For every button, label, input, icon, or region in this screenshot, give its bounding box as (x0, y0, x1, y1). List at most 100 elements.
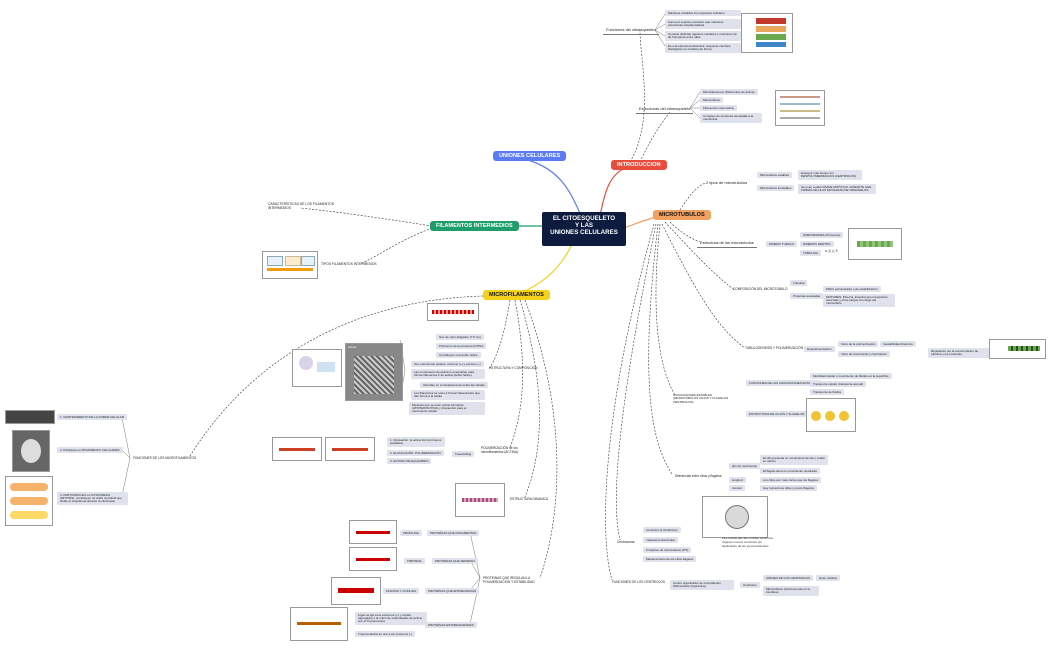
microtubulo-tipo-desc: Ensayos más tiempo sin DESPOLYMERIZACION… (798, 170, 862, 180)
microtubulos-asociaciones[interactable]: ASOCIACIONES ESTABLES (MICROTÚBULOS CILI… (673, 393, 729, 404)
centriolos-note: Las células que aún existen centríolos o… (722, 536, 773, 548)
crosslinking-protein-image (331, 577, 381, 605)
intro-funcion-item: Forma el soporte mecánico que mantiene e… (665, 19, 741, 29)
proteina-ejemplo: PROFILINA (400, 530, 422, 537)
estructura-item: Constituyen una doble hélice (436, 352, 481, 359)
branch-uniones-celulares[interactable]: UNIONES CELULARES (493, 151, 567, 162)
fragmenting-protein-image (349, 520, 397, 544)
proteina-ejemplo: TIMOSINA (404, 558, 425, 565)
cytoskeleton-diagram-image (741, 13, 793, 53)
intro-estructura-item: Microtúbulos (700, 97, 724, 104)
composicion-desc: MAPs estructurales o de estabilización (823, 286, 881, 293)
cytoskeleton-types-image (775, 90, 825, 126)
cytokinesis-image (5, 476, 53, 526)
microtubulos-tipos[interactable]: 2 tipos de microtubulos (706, 180, 748, 185)
separating-protein-image (349, 547, 397, 571)
microfil-estructura[interactable]: ESTRUCTURA Y COMPOSICIÓN (489, 366, 538, 370)
estructura-item: Son estructuras polares: extremo (+) y e… (411, 361, 484, 368)
estructura-item: Polímeros de la proteína ACTINA (436, 343, 487, 350)
cell-shape-image (5, 410, 55, 424)
polymerization-step-image (325, 437, 375, 461)
intro-funcion-item: Mantiene anclados los organelos celulare… (665, 10, 741, 17)
microtubulos-estructura[interactable]: Estructura de los microtubulos (697, 240, 757, 248)
funcion-microfil: 2. Participan en MOVIMIENTO CELULARES (57, 447, 123, 454)
microtubulos-polimerizacion[interactable]: TUBULOGENESIS Y POLIMERIZACIÓN (745, 346, 804, 350)
intro-funcion-item: Conecta distintas regiones celulares y o… (665, 31, 741, 41)
estabilizadora-desc: Ligan se fija a los extremos (+) y impid… (355, 612, 427, 626)
estructura-item: Son de color delgados (7.5 nm) (436, 334, 484, 341)
polimerizacion-desc: Inestabilidad dinámica (880, 341, 916, 348)
dimero-tubulo: DIMERO TUBULO (766, 241, 797, 248)
microtubulo-tipo: Microtubulos estables (757, 172, 793, 179)
intro-estructura-item: Microfilamentos (Filamentos de actina) (700, 89, 758, 96)
tubulina-types: α, β, γ, δ (825, 249, 838, 253)
funcion-microfil: 1. MANTENIMIENTO DE LA FORMA CELULAR (57, 414, 127, 421)
polymerization-step-image (272, 437, 322, 461)
filamentos-tipos[interactable]: TIPOS FILAMENTOS INTERMEDIOS (321, 262, 377, 266)
funcion-centriolo-item: Centro organizador de microtúbulos (Micr… (670, 580, 734, 590)
proteina-grupo: PROTEÍNAS QUE SEPARAN (432, 558, 478, 565)
actin-micrograph-image: Actina (345, 343, 403, 401)
centrosome-image (702, 496, 768, 538)
dimero-item: SUBUNIDADES (Proteínas) (800, 232, 844, 239)
estructura-item: Miosinas que se unen actina formando (AT… (409, 402, 485, 416)
asociacion-desc: Transporte celular (transporte axonal) (810, 381, 867, 388)
intro-estructuras[interactable]: Estructuras del citoesqueleto (636, 106, 694, 114)
polymerization-image (989, 339, 1046, 359)
polimerizacion-step: 3. ESTADO DE EQUILIBRIO (387, 458, 432, 465)
asociacion-desc: Movilidad celular o movimiento de fluido… (810, 373, 892, 380)
cell-movement-image (12, 430, 50, 472)
asociacion-item: FUNCIONES DE LAS ASOCIACIONES ESTABLES (746, 380, 821, 387)
proteina-grupo: PROTEÍNAS QUE ENTRECRUZAN (425, 588, 480, 595)
diferencia-item: tipo de movimiento (729, 463, 761, 470)
root-line3: UNIONES CELULARES (550, 229, 618, 237)
microfil-polimerizacion[interactable]: POLIMERIZACIÓN de los microfilamentos (A… (481, 446, 519, 454)
polimerizacion-item: Inicio de la polimerización (838, 341, 879, 348)
microtubule-structure-image (848, 228, 902, 260)
estabilizadora-desc: Tropomodulina se une a los extremos (-) (355, 631, 415, 638)
funciones-centriolos[interactable]: FUNCIONES DE LOS CENTRIOLOS (612, 580, 665, 584)
microfil-funciones[interactable]: FUNCIONES DE LOS MICROFILAMENTOS (133, 456, 197, 460)
asociacion-item: ESTRUCTURA DE CILIOS Y FLAGELOS (746, 411, 808, 418)
cilia-structure-image (806, 398, 856, 432)
branch-introduccion[interactable]: INTRODUCCION (611, 160, 667, 171)
asociacion-desc: Transporte de fluidos (810, 389, 845, 396)
actin-filament-image (427, 303, 479, 321)
microfil-dinamica[interactable]: ESTRUCTURA DINAMICA (510, 497, 549, 501)
centriolo-item: centriolos (2 cilíndricos) (643, 527, 681, 534)
estructura-item: Las monómeros de actina G ensamblan para… (411, 369, 485, 379)
stabilizing-protein-image (290, 607, 348, 641)
microtubulo-tipo-desc: Se unen a ellos DIVIDE MITÓTICO, DURANTE… (798, 184, 876, 194)
intro-estructura-item: Complejo de proteínas asociadas a la mem… (700, 113, 762, 123)
composicion-item: Proteínas asociadas (790, 293, 824, 300)
proteina-grupo: PROTEÍNAS ESTABILIZADORAS (425, 622, 477, 629)
branch-filamentos-intermedios[interactable]: FILAMENTOS INTERMEDIOS (430, 221, 519, 232)
diferencia-item: longitud (729, 477, 746, 484)
branch-microtubulos[interactable]: MICROTUBULOS (653, 210, 711, 221)
diferencia-desc: El flagelo tiene un movimiento ondulante (760, 468, 821, 475)
treadmilling: Treadmilling (452, 451, 475, 458)
dynamic-structure-image (455, 483, 505, 517)
polimerizacion-step: 1. Nucleación: la actina forma trímeros … (387, 437, 445, 447)
dimero-item: DIMEROS DENTRO (800, 241, 834, 248)
despolimerizacion: Despolimerización (804, 346, 835, 353)
polimerizacion-step: 2. ELONGACIÓN: POLIMERIZACIÓN (387, 450, 444, 457)
microtubulo-tipo: Microtubulos inestables (757, 185, 795, 192)
centrosoma[interactable]: Centrosoma (617, 540, 635, 544)
microtubulos-composicion[interactable]: COMPOSICIÓN DEL MICROTÚBULO (733, 287, 788, 291)
composicion-item: Tubulina (790, 280, 808, 287)
actin-diagram-image (292, 349, 342, 387)
microtubulos-diferencias[interactable]: Diferencias entre cilios y flagelos (675, 474, 722, 478)
diferencia-desc: Los cilios son más cortos que los flagel… (760, 477, 822, 484)
filamentos-caracteristicas[interactable]: CARACTERÍSTICAS DE LOS FILAMENTOS INTERM… (268, 202, 334, 210)
microfil-proteinas[interactable]: PROTEINAS QUE REGULAN LA POLIMERIZACIÓN … (483, 576, 535, 584)
branch-microfilamentos[interactable]: MICROFILAMENTOS (483, 290, 550, 301)
root-line1: EL CITOESQUELETO (552, 215, 616, 222)
funcion-centriolo-item: Centriolos (740, 582, 760, 589)
estructura-item: Los filamentos se unen a formar haces/re… (411, 390, 485, 400)
proteina-ejemplo: FASCINA Y COFILINA (383, 588, 420, 595)
dimero-item: TUBULINA (800, 250, 821, 257)
intro-funciones[interactable]: Funciones del citoesqueleto (603, 27, 659, 35)
root-topic[interactable]: EL CITOESQUELETO Y LAS UNIONES CELULARES (542, 212, 626, 246)
